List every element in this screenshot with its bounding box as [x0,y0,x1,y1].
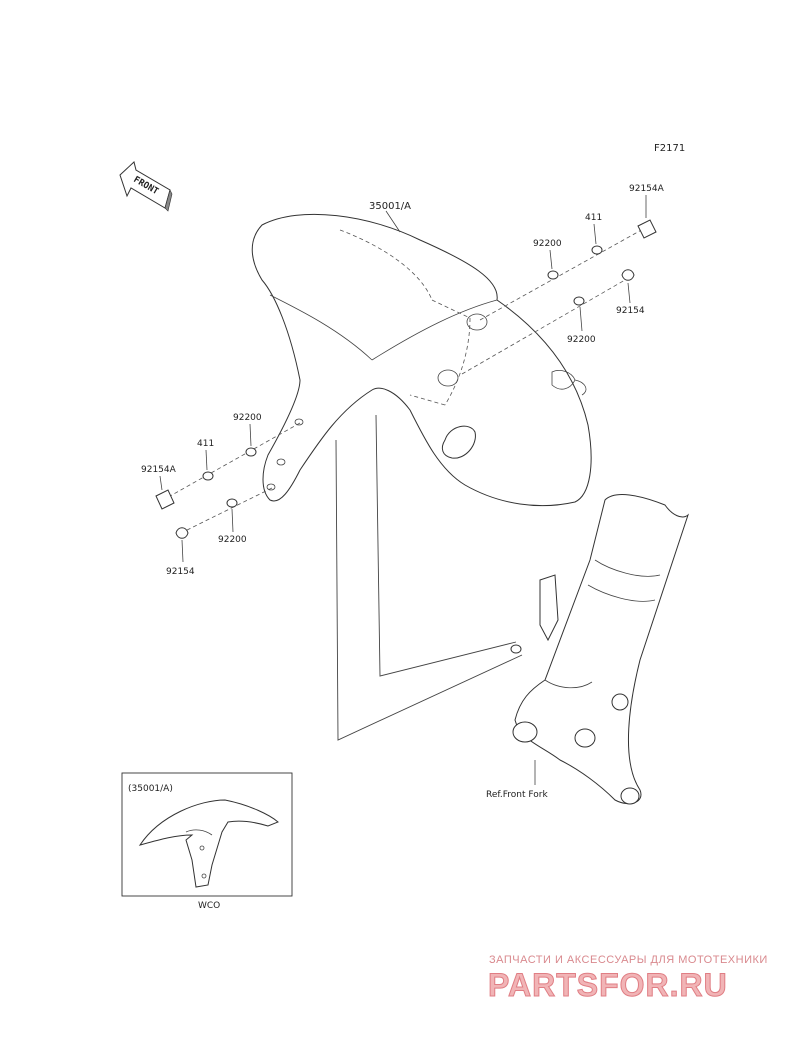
spacer-411-left-icon [202,471,214,481]
washer-92200-right-bottom-icon [573,296,585,306]
label-92200-right-top: 92200 [533,239,562,249]
label-411-left: 411 [197,439,214,449]
inset-box: (35001/A) WCO [121,772,293,911]
label-92154a-left: 92154A [141,465,177,475]
label-35001a: 35001/A [369,201,411,212]
label-92200-left-top: 92200 [233,413,262,423]
right-hardware [461,219,657,375]
bolt-92154-right-icon [621,269,635,281]
inset-title: (35001/A) [128,784,173,794]
bolt-92154a-right-icon [637,219,657,239]
label-92154-left: 92154 [166,567,195,577]
label-ref-front-fork: Ref.Front Fork [486,790,548,800]
washer-92200-left-bottom-icon [226,498,238,508]
front-fork [510,494,690,805]
inset-caption: WCO [198,901,220,911]
bolt-92154-left-icon [175,527,189,539]
label-92200-left-bottom: 92200 [218,535,247,545]
fork-ref-guide [335,414,523,741]
left-hardware [155,422,301,539]
bolt-92154a-left-icon [155,489,175,510]
washer-92200-left-top-icon [245,447,257,457]
label-92200-right-bottom: 92200 [567,335,596,345]
label-92154-right: 92154 [616,306,645,316]
watermark-tagline: ЗАПЧАСТИ И АКСЕССУАРЫ ДЛЯ МОТОТЕХНИКИ [489,954,768,966]
figure-code: F2171 [654,143,685,154]
watermark-logo: ЗАПЧАСТИ И АКСЕССУАРЫ ДЛЯ МОТОТЕХНИКИ PA… [488,954,768,1004]
watermark-brand: PARTSFOR.RU [488,967,728,1003]
front-fender [251,213,592,507]
spacer-411-right-icon [591,245,603,255]
front-arrow-icon: FRONT [119,161,173,212]
inset-fender-icon [138,799,279,888]
label-411-right: 411 [585,213,602,223]
washer-92200-right-top-icon [547,270,559,280]
label-92154a-right: 92154A [629,184,665,194]
